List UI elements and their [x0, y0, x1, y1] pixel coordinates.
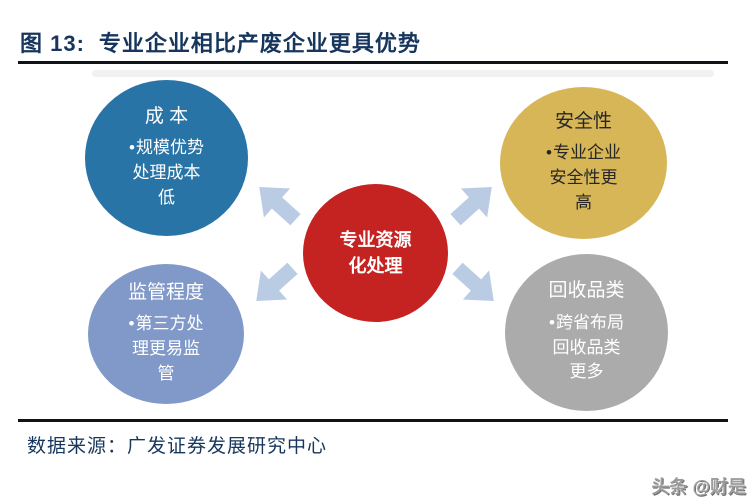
node-regulation-line-1: •第三方处	[128, 314, 204, 334]
node-cost: 成 本 •规模优势 处理成本 低	[85, 80, 248, 236]
plot-area-edge	[92, 70, 714, 77]
node-category-line-1: •跨省布局	[549, 312, 624, 332]
node-category: 回收品类 •跨省布局 回收品类 更多	[505, 254, 668, 411]
node-safety-line-1: •专业企业	[546, 143, 621, 163]
node-safety-line-3: 高	[574, 192, 592, 212]
figure-title: 专业企业相比产废企业更具优势	[98, 31, 421, 56]
figure-label: 图 13:	[20, 31, 85, 56]
footer-divider	[18, 419, 728, 422]
node-center: 专业资源 化处理	[303, 184, 448, 322]
bullet-dot: •	[129, 138, 135, 158]
node-safety-body: •专业企业 安全性更 高	[546, 141, 621, 215]
arrow-to-category-icon	[452, 262, 494, 302]
node-center-line-2: 化处理	[348, 256, 403, 276]
node-safety-line-2: 安全性更	[549, 168, 618, 188]
bullet-dot: •	[546, 143, 552, 163]
arrow-to-cost-icon	[259, 186, 301, 226]
arrow-to-regulation-icon	[256, 262, 298, 302]
node-category-line-2: 回收品类	[552, 337, 621, 357]
bullet-dot: •	[549, 312, 555, 332]
node-cost-line-2: 处理成本	[132, 163, 201, 183]
node-cost-title: 成 本	[144, 105, 189, 127]
node-cost-line-1: •规模优势	[129, 138, 204, 158]
bullet-dot: •	[128, 314, 135, 334]
title-divider	[18, 61, 728, 64]
node-category-line-3: 更多	[569, 362, 604, 382]
node-regulation-line-3: 管	[157, 363, 175, 383]
node-category-title: 回收品类	[548, 280, 625, 302]
node-cost-body: •规模优势 处理成本 低	[129, 136, 204, 210]
data-source: 数据来源：广发证券发展研究中心	[27, 436, 328, 457]
node-regulation-title: 监管程度	[127, 281, 204, 303]
figure-header: 图 13: 专业企业相比产废企业更具优势	[20, 26, 421, 58]
arrow-to-safety-icon	[450, 186, 492, 226]
node-center-line-1: 专业资源	[339, 229, 412, 250]
node-regulation: 监管程度 •第三方处 理更易监 管	[88, 264, 244, 404]
node-category-body: •跨省布局 回收品类 更多	[549, 311, 624, 385]
watermark: 头条 @财是	[651, 477, 746, 497]
node-safety-title: 安全性	[554, 110, 612, 132]
node-safety: 安全性 •专业企业 安全性更 高	[500, 87, 667, 239]
node-regulation-body: •第三方处 理更易监 管	[129, 312, 204, 386]
node-cost-line-3: 低	[157, 187, 175, 207]
node-regulation-line-2: 理更易监	[131, 339, 200, 359]
